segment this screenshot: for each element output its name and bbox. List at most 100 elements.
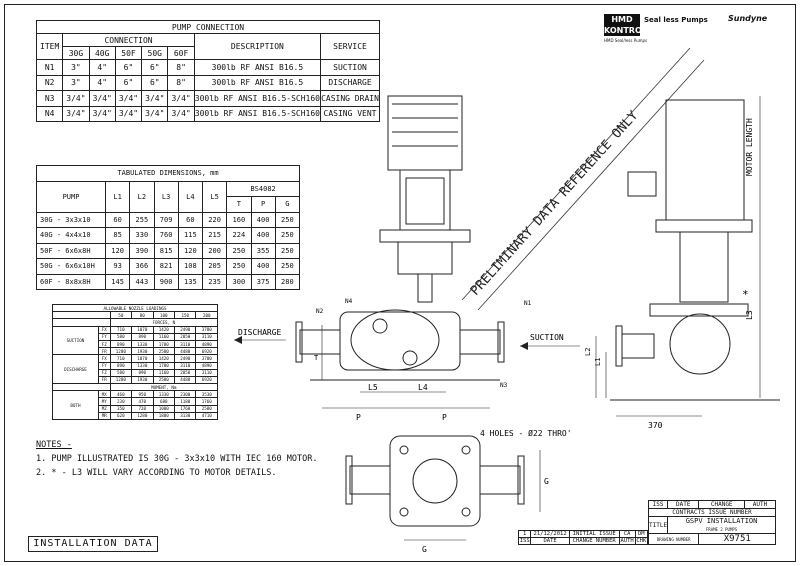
n4-vent: [372, 318, 388, 334]
load-value: 4890: [195, 361, 218, 370]
logo-company: HMD Seal/less Pumps: [604, 38, 648, 43]
shaft-column: [417, 273, 433, 303]
discharge-flange: [295, 321, 303, 363]
col-description: DESCRIPTION: [193, 33, 322, 60]
dim-g-bottom-label: G: [422, 545, 427, 554]
rev-h-iss: ISS: [517, 537, 532, 545]
motor-body: [387, 95, 463, 171]
load-value: 2490: [173, 325, 197, 334]
load-value: 2580: [195, 404, 218, 413]
size-cell: 3/4": [167, 105, 195, 122]
bs-cell: 250: [274, 211, 301, 228]
l2-label: L2: [584, 348, 592, 356]
plan-left-pipe: [349, 465, 391, 495]
suction-arrow-head: [520, 342, 528, 350]
nozzle-size-header: 150: [173, 311, 197, 320]
plan-right-pipe: [479, 465, 521, 495]
notes-heading: NOTES -: [36, 440, 72, 450]
bolt-hole: [461, 507, 471, 517]
suction-flange: [497, 321, 505, 363]
load-value: 6920: [195, 375, 218, 385]
group-name: BOTH: [52, 390, 99, 420]
moment-row: MOMENT, Nm: [52, 383, 219, 392]
n3-label: N3: [500, 382, 508, 389]
n2-label: N2: [316, 308, 324, 315]
hmd-kontro-badge: HMD KONTRO: [604, 14, 642, 36]
side-flange-pipe: [615, 325, 623, 367]
dim-g-side-label: G: [544, 477, 549, 486]
dim-l4-label: L4: [418, 383, 428, 392]
plan-left-flange: [345, 455, 353, 505]
load-value: 2490: [173, 354, 197, 363]
side-pipe: [621, 333, 655, 359]
col-pump: PUMP: [36, 180, 106, 213]
load-value: 3530: [195, 390, 218, 399]
side-casing: [669, 313, 731, 375]
rev-h-chk: CHK: [634, 537, 649, 545]
discharge-arrow-head: [234, 336, 242, 344]
load-value: 2050: [173, 332, 197, 341]
plan-view: [345, 435, 541, 541]
logo-tagline: Seal less Pumps: [644, 16, 708, 24]
motor-flange: [379, 229, 471, 243]
dim-cell: 145: [104, 273, 131, 290]
side-view: [610, 99, 780, 401]
company-logo: HMD KONTRO Seal less Pumps Sundyne HMD S…: [602, 12, 792, 52]
load-value: 3110: [195, 368, 218, 377]
col-service: SERVICE: [320, 33, 380, 60]
bolt-hole: [399, 507, 409, 517]
dim-cell: 135: [177, 273, 204, 290]
load-value: 4480: [173, 375, 197, 385]
discharge-pipe: [299, 329, 341, 355]
installation-data-label: INSTALLATION DATA: [28, 536, 158, 552]
bolt-hole: [399, 445, 409, 455]
l3-label: L3: [745, 310, 754, 320]
title-block: ISS DATE CHANGE AUTH CONTRACTS ISSUE NUM…: [647, 500, 777, 545]
load-value: 4710: [195, 411, 218, 421]
motor-length-label: MOTOR LENGTH: [745, 118, 754, 176]
l1-label: L1: [594, 358, 602, 366]
plan-casing: [389, 435, 481, 527]
side-motor: [665, 99, 745, 221]
suction-label: SUCTION: [530, 333, 564, 342]
logo-partner: Sundyne: [728, 14, 768, 23]
front-dims: [234, 325, 580, 409]
load-value: 4480: [173, 347, 197, 356]
load-value: 3110: [173, 339, 197, 349]
side-casing-top: [649, 303, 749, 317]
drawing-frame: [4, 4, 796, 562]
dim-p-right-label: P: [442, 413, 447, 422]
suction-pipe: [459, 329, 501, 355]
note-2: 2. * - L3 WILL VARY ACCORDING TO MOTOR D…: [36, 468, 277, 478]
load-value: 1180: [173, 397, 197, 406]
service-cell: CASING VENT: [320, 105, 380, 122]
dim-p-left-label: P: [356, 413, 361, 422]
dim-l5-label: L5: [368, 383, 378, 392]
n3-drain: [402, 350, 418, 366]
load-value: 4890: [195, 339, 218, 349]
tb-drawing-no: X9751: [698, 533, 776, 545]
load-value: 1760: [195, 397, 218, 406]
casing-outline: [339, 311, 461, 371]
size-header: 40G: [88, 46, 116, 60]
forces-row: FORCES, N: [52, 318, 219, 327]
front-view: [295, 95, 505, 381]
holes-label: 4 HOLES - Ø22 THRO': [480, 428, 572, 438]
